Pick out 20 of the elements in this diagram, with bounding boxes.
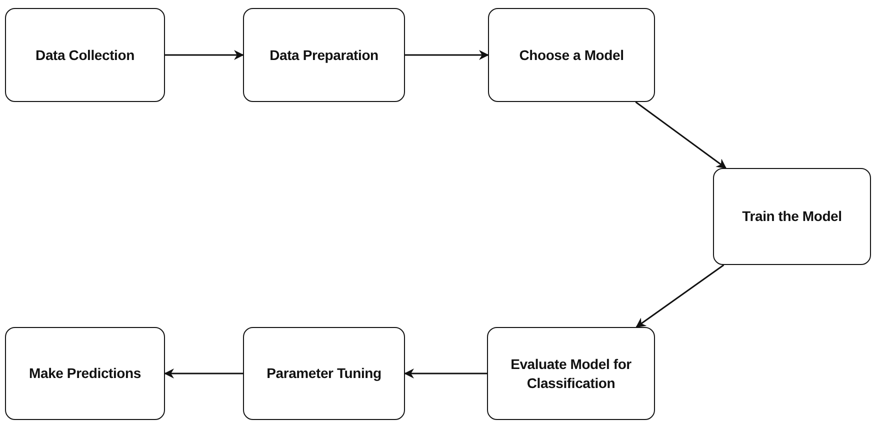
process-box (5, 8, 165, 102)
process-box (487, 327, 655, 420)
process-box (5, 327, 165, 420)
arrow (636, 264, 724, 328)
box-label: Data Preparation (270, 46, 378, 64)
arrow (164, 368, 243, 378)
process-box (243, 327, 405, 420)
process-box (488, 8, 655, 102)
arrow (404, 368, 487, 378)
arrow (405, 50, 489, 60)
box-label: Make Predictions (29, 364, 141, 383)
box-label: Train the Model (742, 207, 842, 226)
arrow (635, 101, 727, 169)
box-label: Parameter Tuning (266, 364, 382, 383)
arrow (165, 50, 244, 60)
box-label: Data Collection (36, 46, 134, 64)
process-box (713, 168, 871, 265)
process-box (243, 8, 405, 102)
box-label: Evaluate Model for Classification (510, 355, 632, 392)
box-label: Choose a Model (519, 46, 624, 64)
